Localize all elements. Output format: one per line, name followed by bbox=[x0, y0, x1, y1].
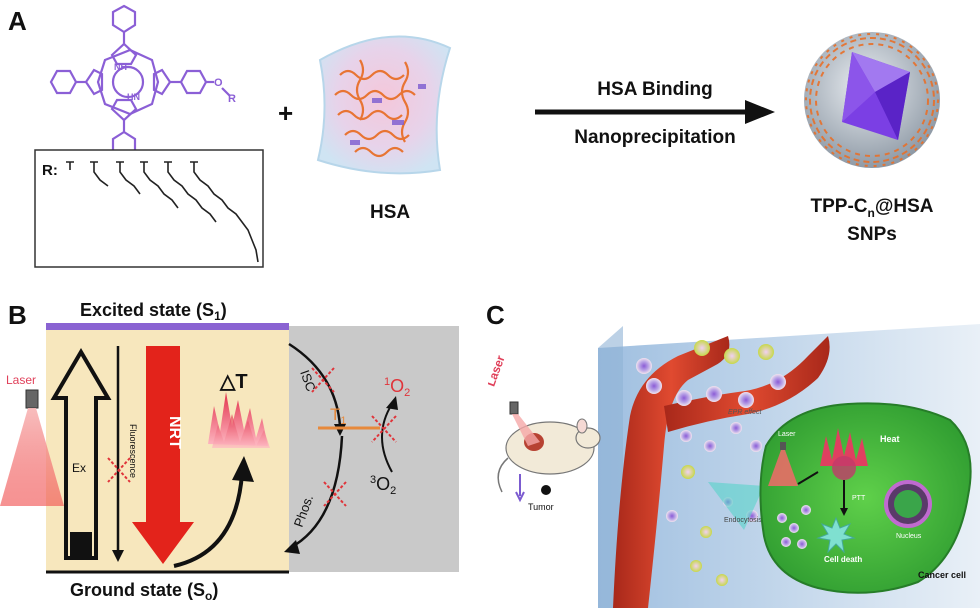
heat-label: Heat bbox=[880, 434, 900, 444]
triplet-oxygen-label: 3O2 bbox=[370, 474, 396, 497]
excitation-arrow-base bbox=[70, 532, 92, 558]
heat-curved-arrow bbox=[173, 473, 244, 568]
mouse-illustration bbox=[497, 418, 601, 493]
inner-laser-beam bbox=[768, 450, 798, 486]
alkyl-chain-box bbox=[34, 149, 264, 268]
laser-device-b bbox=[25, 389, 39, 409]
fluorescence-blocked-mark bbox=[107, 457, 131, 483]
phos-blocked-mark bbox=[323, 481, 347, 507]
isc-blocked-mark bbox=[311, 367, 335, 393]
nucleus bbox=[884, 480, 932, 528]
plus-sign: + bbox=[278, 98, 293, 128]
nucleus-label: Nucleus bbox=[896, 533, 922, 540]
nh-bottom-label: HN bbox=[127, 92, 140, 102]
excited-state-bar bbox=[46, 323, 289, 330]
cell-death-burst bbox=[816, 516, 856, 554]
cell-death-label: Cell death bbox=[824, 555, 862, 564]
hsa-protein-image bbox=[316, 35, 452, 175]
product-label-line2: SNPs bbox=[847, 224, 897, 245]
laser-beam-b bbox=[0, 408, 64, 506]
nrt-label: NRT bbox=[166, 416, 183, 449]
oxygen-conversion-arrow bbox=[381, 403, 393, 473]
arrow-label-bottom: Nanoprecipitation bbox=[574, 127, 736, 148]
heat-burst bbox=[820, 428, 868, 480]
inner-laser-label: Laser bbox=[778, 431, 796, 438]
injection-icon bbox=[515, 474, 525, 503]
oxygen-blocked-mark bbox=[371, 415, 397, 443]
nanoparticle-sphere bbox=[804, 32, 940, 168]
excitation-label: Ex bbox=[72, 461, 86, 475]
excited-state-label: Excited state (S1) bbox=[80, 300, 227, 323]
panel-label-c: C bbox=[486, 300, 505, 330]
laser-label-c: Laser bbox=[488, 353, 508, 388]
delta-t-label: △T bbox=[219, 371, 248, 393]
tumor-label: Tumor bbox=[528, 502, 554, 512]
heat-flames bbox=[208, 392, 270, 448]
epr-label: EPR effect bbox=[728, 409, 763, 416]
internalized-nanoparticles bbox=[777, 505, 811, 549]
r-group-label: R: bbox=[42, 162, 58, 179]
laser-beam-c bbox=[512, 414, 540, 446]
laser-device-c bbox=[509, 401, 519, 415]
singlet-oxygen-label: 1O2 bbox=[384, 376, 410, 399]
isc-arrow bbox=[288, 342, 342, 427]
t1-label: T1 bbox=[330, 405, 347, 427]
panel-c-diagram: Laser Tumor EPR effect Endocytosis Cance… bbox=[488, 324, 980, 608]
reaction-arrow-head bbox=[745, 100, 775, 124]
excitation-arrow bbox=[50, 348, 112, 560]
nrt-arrow bbox=[132, 346, 194, 564]
panel-b-diagram: Excited state (S1) Ground state (So) Las… bbox=[0, 300, 459, 603]
ground-state-label: Ground state (So) bbox=[70, 580, 218, 603]
r-substituent-label: R bbox=[228, 93, 236, 105]
tumor-marker bbox=[541, 485, 551, 495]
oxygen-label: O bbox=[214, 77, 223, 89]
ptt-label: PTT bbox=[852, 495, 866, 502]
fluorescence-label: Fluorescence bbox=[128, 424, 138, 478]
porphyrin-structure bbox=[49, 4, 231, 160]
isc-label: ISC bbox=[297, 368, 319, 393]
triplet-region bbox=[289, 326, 459, 572]
blood-vessel-main bbox=[613, 336, 730, 608]
phosphorescence-arrow bbox=[289, 435, 344, 550]
panel-label-b: B bbox=[8, 300, 27, 330]
laser-label-b: Laser bbox=[6, 373, 36, 387]
endocytosis-region bbox=[708, 482, 764, 530]
arrow-label-top: HSA Binding bbox=[597, 79, 712, 100]
cancer-cell-label: Cancer cell bbox=[918, 570, 966, 580]
panel-label-a: A bbox=[8, 6, 27, 36]
nh-top-label: NH bbox=[114, 62, 127, 72]
endocytosis-label: Endocytosis bbox=[724, 517, 762, 524]
inner-laser-device bbox=[780, 442, 786, 450]
alkyl-chains bbox=[66, 161, 259, 263]
product-label-line1: TPP-Cn@HSA bbox=[811, 196, 934, 220]
hsa-label: HSA bbox=[370, 202, 410, 223]
cancer-cell bbox=[759, 402, 972, 594]
blood-vessel-branch bbox=[664, 336, 830, 432]
panel-a-diagram: NH HN O R R: + HSA bbox=[34, 4, 940, 268]
